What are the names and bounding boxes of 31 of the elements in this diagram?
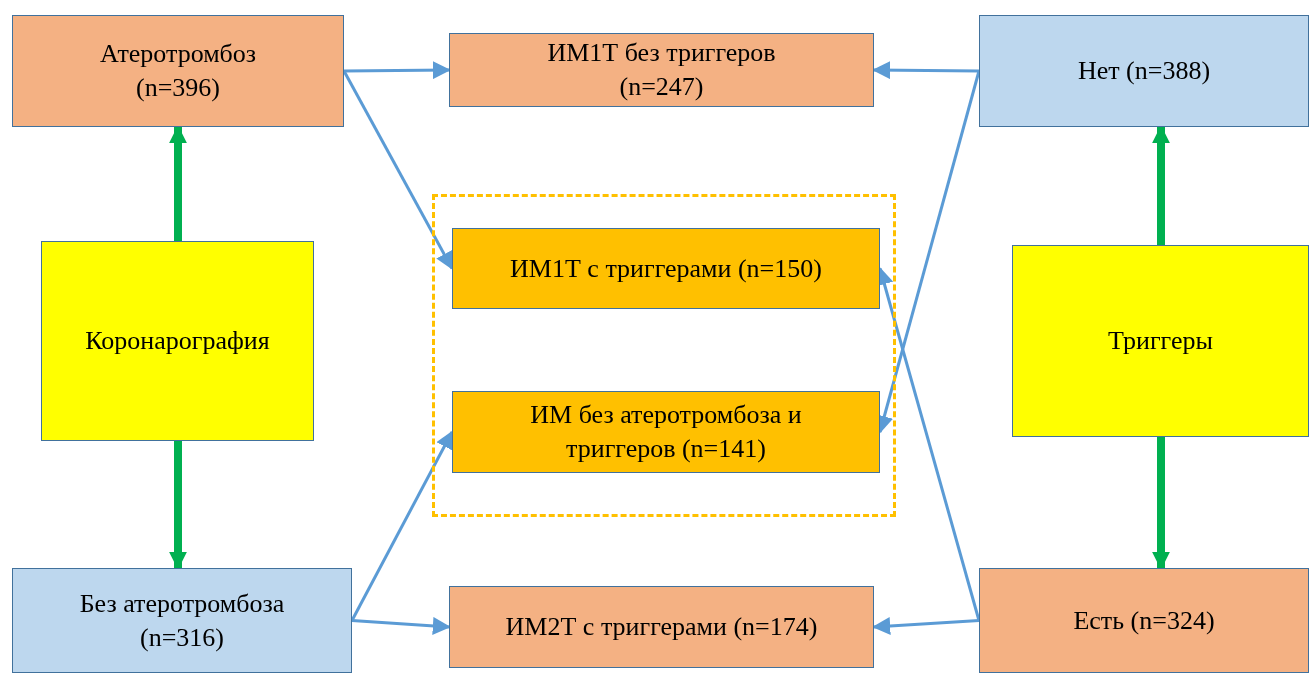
arrow	[1152, 125, 1170, 245]
arrow	[351, 616, 451, 635]
arrow	[169, 125, 187, 241]
box-label: Триггеры	[1108, 325, 1213, 358]
arrow	[342, 70, 454, 271]
box-label: ИМ2Т с триггерами (n=174)	[505, 611, 818, 644]
box-label: Коронарография	[85, 325, 270, 358]
process-box	[452, 391, 880, 473]
box-label: ИМ1Т без триггеров (n=247)	[546, 37, 777, 103]
box-label: ИМ без атеротромбоза и триггеров (n=141)	[529, 399, 803, 465]
arrow	[872, 617, 980, 635]
process-box	[979, 15, 1309, 127]
process-box	[41, 241, 314, 441]
arrow	[1152, 437, 1170, 570]
arrow	[344, 61, 451, 80]
process-box	[452, 228, 880, 309]
process-box	[12, 568, 352, 673]
process-box	[979, 568, 1309, 673]
box-label: Атеротромбоз (n=396)	[98, 38, 258, 104]
box-label: ИМ1Т с триггерами (n=150)	[510, 252, 822, 285]
box-label: Без атеротромбоза (n=316)	[78, 587, 286, 654]
arrow	[350, 430, 454, 622]
box-label: Нет (n=388)	[1077, 55, 1211, 88]
box-label: Есть (n=324)	[1073, 604, 1215, 637]
dashed-group-frame	[432, 194, 896, 517]
arrow	[169, 441, 187, 570]
arrow	[872, 61, 979, 80]
process-box	[12, 15, 344, 127]
process-box	[449, 586, 874, 668]
process-box	[1012, 245, 1309, 437]
process-box	[449, 33, 874, 107]
